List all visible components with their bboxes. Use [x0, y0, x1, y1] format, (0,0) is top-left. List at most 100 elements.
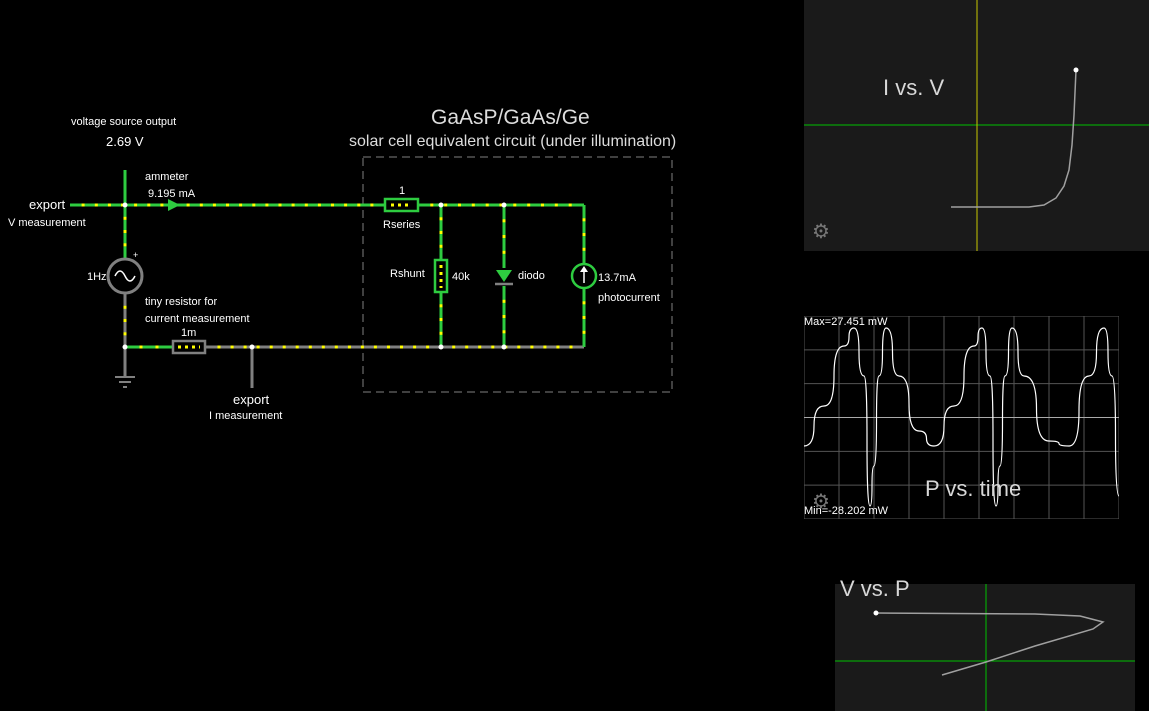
current-dot — [530, 345, 534, 349]
current-dot — [502, 235, 506, 238]
current-dot — [147, 203, 151, 207]
scope-pt-plot — [804, 316, 1119, 519]
scope-vp[interactable]: V vs. P — [835, 576, 1135, 711]
photocurrent-label: photocurrent — [598, 292, 660, 304]
current-dot — [556, 345, 560, 349]
voltage-value: 2.69 V — [106, 134, 144, 149]
current-dot — [452, 345, 456, 349]
current-dot — [513, 203, 517, 207]
voltage-source-label: voltage source output — [71, 116, 177, 128]
rshunt-value: 40k — [452, 271, 470, 283]
current-dot — [527, 203, 531, 207]
gear-icon[interactable]: ⚙ — [812, 491, 830, 513]
tiny-resistor-value: 1m — [181, 327, 197, 339]
current-dot — [439, 304, 443, 308]
current-source-icon[interactable] — [570, 262, 598, 290]
circuit-canvas[interactable] — [0, 0, 800, 711]
current-dot — [502, 219, 506, 223]
tiny-resistor-label-1: tiny resistor for — [145, 296, 218, 308]
current-dot — [373, 345, 377, 349]
current-dot — [582, 330, 586, 334]
gear-icon[interactable]: ⚙ — [812, 221, 830, 243]
current-dot — [217, 345, 221, 349]
photocurrent-value: 13.7mA — [598, 272, 636, 284]
ac-voltage-source[interactable] — [106, 257, 144, 295]
circuit-subtitle: solar cell equivalent circuit (under ill… — [349, 133, 677, 150]
current-dot — [413, 345, 417, 349]
current-dot — [582, 218, 586, 222]
current-dot — [502, 299, 506, 303]
current-dot — [439, 231, 443, 234]
current-dot — [321, 345, 325, 349]
export-v-label[interactable]: export — [29, 197, 66, 212]
tiny-resistor-label-2: current measurement — [145, 313, 250, 325]
current-dot — [278, 203, 282, 207]
ammeter-arrow-icon[interactable] — [168, 199, 180, 211]
current-dot — [282, 345, 286, 349]
current-dot — [543, 345, 547, 349]
current-dot — [517, 345, 521, 349]
current-dot — [331, 203, 334, 207]
current-dot — [471, 203, 475, 207]
current-dots — [81, 203, 586, 349]
export-i-label[interactable]: export — [233, 392, 270, 407]
current-dot — [123, 243, 127, 247]
current-dot — [360, 345, 364, 349]
source-frequency: 1Hz — [87, 271, 107, 283]
current-dot — [502, 315, 506, 318]
current-dot — [582, 247, 586, 251]
scope-pt[interactable]: Max=27.451 mW Min=-28.202 mW P vs. time … — [804, 316, 1119, 519]
ammeter-label: ammeter — [145, 171, 189, 183]
current-dot — [317, 203, 321, 207]
current-dot — [243, 345, 247, 349]
current-dot — [502, 250, 506, 254]
current-dot — [334, 345, 338, 349]
current-dot — [134, 203, 138, 207]
current-dot — [554, 203, 558, 207]
current-dot — [304, 203, 308, 207]
current-dot — [478, 345, 482, 349]
current-dot — [212, 203, 216, 207]
tiny-resistor[interactable] — [171, 339, 207, 355]
current-dot — [568, 203, 572, 207]
current-dot — [230, 345, 234, 349]
current-dot — [569, 345, 573, 349]
current-dot — [199, 203, 203, 207]
current-dot — [123, 216, 127, 220]
current-dot — [256, 345, 260, 349]
export-i-sublabel: I measurement — [209, 410, 283, 422]
circuit-title: GaAsP/GaAs/Ge — [431, 106, 590, 129]
vp-trace — [875, 612, 1105, 676]
current-dot — [582, 316, 586, 319]
current-dot — [81, 203, 85, 207]
current-dot — [347, 345, 351, 349]
current-dot — [291, 203, 295, 207]
scope-pt-title: P vs. time — [925, 476, 1022, 501]
iv-trace-marker — [1073, 67, 1079, 73]
current-dot — [370, 203, 374, 207]
current-dot — [485, 203, 489, 207]
vp-trace-marker — [873, 610, 879, 616]
iv-trace — [951, 69, 1077, 208]
bottom-wire[interactable] — [125, 345, 584, 388]
ground-icon[interactable] — [115, 376, 135, 388]
rshunt-label: Rshunt — [390, 268, 425, 280]
rseries-resistor[interactable] — [383, 197, 420, 213]
current-dot — [430, 203, 434, 207]
scope-iv-plot — [804, 0, 1149, 251]
current-dot — [491, 345, 495, 349]
ammeter-value: 9.195 mA — [148, 188, 196, 200]
current-dot — [226, 203, 229, 207]
current-dot — [357, 203, 361, 207]
current-dot — [139, 345, 143, 349]
rshunt-resistor[interactable] — [433, 258, 449, 294]
scope-iv[interactable]: I vs. V ⚙ — [804, 0, 1149, 251]
current-dot — [426, 345, 430, 349]
current-dot — [308, 345, 312, 349]
current-dot — [502, 330, 506, 334]
diode-icon[interactable] — [495, 270, 513, 286]
current-dot — [123, 319, 127, 322]
diode-label: diodo — [518, 270, 545, 282]
current-dot — [123, 332, 127, 336]
source-plus-sign: + — [133, 250, 139, 260]
